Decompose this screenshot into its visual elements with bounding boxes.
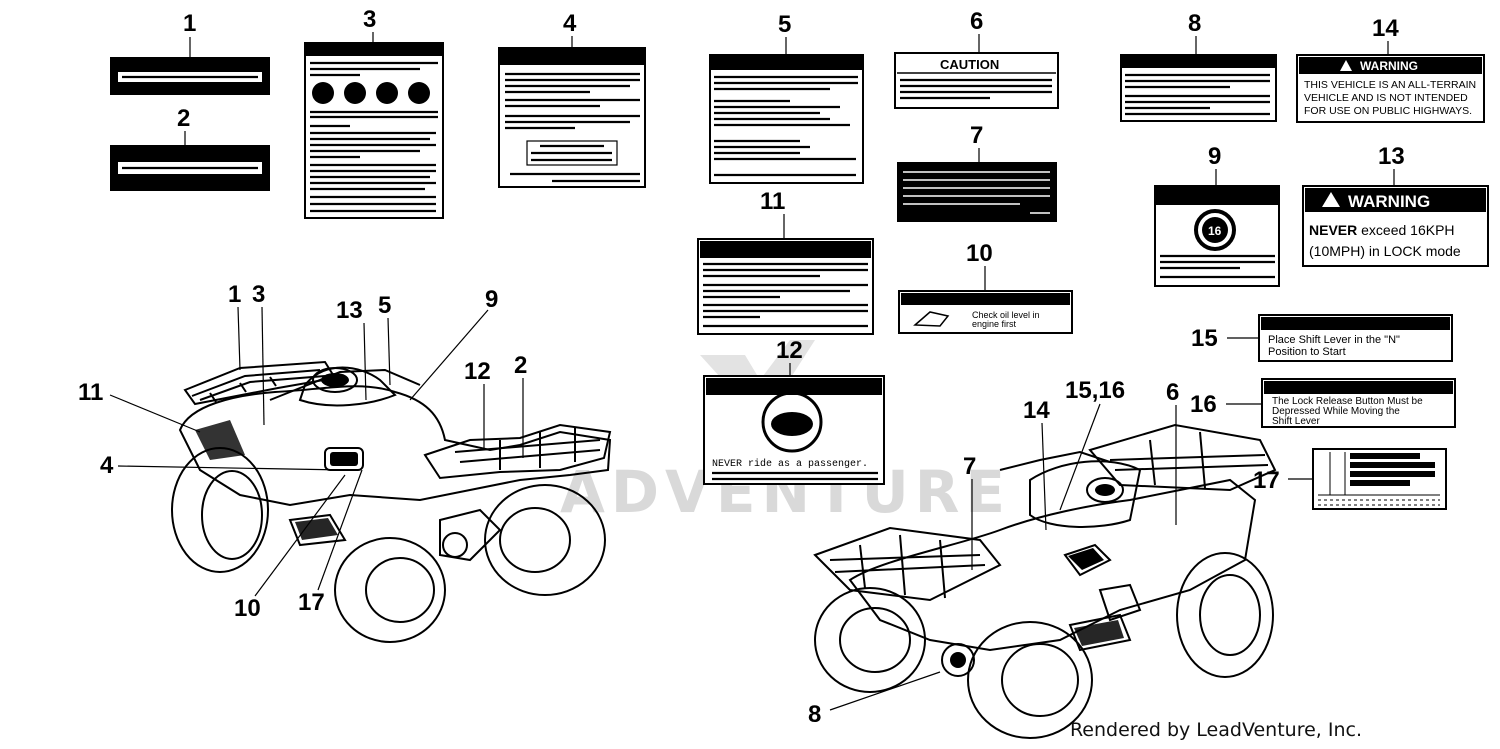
decal-12[interactable]: NEVER ride as a passenger.	[703, 375, 885, 485]
callout-7: 7	[970, 122, 983, 149]
callout-1: 1	[228, 281, 241, 308]
decal-8[interactable]	[1120, 54, 1277, 122]
left-atv-callouts: 1 3 13 5 9 12 2 11 4 10 17	[78, 281, 527, 622]
decal-9[interactable]: 16	[1154, 185, 1280, 287]
callout-3: 3	[363, 6, 376, 33]
callout-5: 5	[778, 11, 791, 38]
callout-15-16: 15,16	[1065, 377, 1125, 404]
callout-15: 15	[1191, 325, 1218, 352]
decal-3[interactable]	[304, 42, 444, 219]
callout-4: 4	[563, 10, 577, 37]
decal-13-line2: (10MPH) in LOCK mode	[1309, 243, 1461, 259]
callout-10: 10	[966, 240, 993, 267]
callout-10: 10	[234, 595, 261, 622]
atv-left-shading	[195, 373, 358, 540]
decal-13[interactable]: WARNING NEVER exceed 16KPH (10MPH) in LO…	[1302, 185, 1489, 267]
warning-triangle-icon	[1340, 60, 1352, 71]
callout-6: 6	[1166, 379, 1179, 406]
callout-8: 8	[808, 701, 821, 728]
callout-12: 12	[776, 337, 803, 364]
decal-9-age-icon	[1194, 209, 1236, 251]
decal-9-text-lines	[1160, 254, 1275, 279]
oil-can-icon	[913, 311, 950, 327]
decal-4-pressure-table	[526, 140, 618, 166]
callout-8: 8	[1188, 10, 1201, 37]
callout-11: 11	[760, 188, 785, 215]
decal-5[interactable]	[709, 54, 864, 184]
callout-12: 12	[464, 358, 491, 385]
callout-3: 3	[252, 281, 265, 308]
decal-4-text-lines	[505, 72, 640, 130]
decal-7[interactable]	[897, 162, 1057, 222]
decal-17-speed-chart	[1318, 452, 1440, 506]
decal-2[interactable]	[110, 145, 270, 191]
decal-16[interactable]: The Lock Release Button Must be Depresse…	[1261, 378, 1456, 428]
decal-11-text-lines	[703, 262, 868, 328]
decal-3-header	[306, 44, 442, 56]
callout-14: 14	[1023, 397, 1050, 424]
callout-1: 1	[183, 10, 196, 37]
decal-1[interactable]	[110, 57, 270, 95]
decal-15[interactable]: Place Shift Lever in the "N" Position to…	[1258, 314, 1453, 362]
decal-14-line1: THIS VEHICLE IS AN ALL-TERRAIN	[1304, 79, 1476, 91]
decal-4-header	[500, 49, 644, 65]
decal-14-head: WARNING	[1360, 59, 1418, 73]
callout-16: 16	[1190, 391, 1217, 418]
watermark-logo-icon	[700, 340, 815, 410]
callout-2: 2	[177, 105, 190, 132]
decal-10-line1: Check oil level in	[972, 310, 1040, 320]
decal-4-frame	[498, 47, 646, 188]
callout-2: 2	[514, 352, 527, 379]
decal-16-line1: The Lock Release Button Must be	[1272, 396, 1423, 407]
decal-6-text-lines	[900, 78, 1052, 100]
decal-6-title: CAUTION	[940, 57, 999, 72]
decal-10-line2: engine first	[972, 319, 1017, 329]
callout-13: 13	[336, 297, 363, 324]
atv-front-right-view	[813, 423, 1277, 739]
decal-5-text-lines	[714, 75, 858, 177]
decal-8-text-lines	[1125, 73, 1270, 116]
footer-credit: Rendered by LeadVenture, Inc.	[1069, 719, 1362, 741]
decal-11[interactable]	[697, 238, 874, 335]
callout-9: 9	[485, 286, 498, 313]
callout-13: 13	[1378, 143, 1405, 170]
decal-5-header	[711, 56, 862, 70]
decal-16-line2: Depressed While Moving the	[1272, 406, 1400, 417]
decal-3-text-lines	[310, 61, 438, 77]
no-passenger-icon	[761, 391, 823, 453]
decal-17[interactable]	[1312, 448, 1447, 510]
decal-12-line1: NEVER ride as a passenger.	[712, 458, 868, 470]
warning-triangle-icon	[1322, 192, 1340, 207]
decal-14-line3: FOR USE ON PUBLIC HIGHWAYS.	[1304, 105, 1472, 117]
callout-9: 9	[1208, 143, 1221, 170]
decal-15-line1: Place Shift Lever in the "N"	[1268, 334, 1400, 346]
decal-16-line3: Shift Lever	[1272, 416, 1320, 427]
decal-14[interactable]: WARNING THIS VEHICLE IS AN ALL-TERRAIN V…	[1296, 54, 1485, 123]
decal-6[interactable]: CAUTION	[894, 52, 1059, 109]
decal-3-pictograms	[312, 82, 430, 104]
callout-17: 17	[298, 589, 325, 616]
right-atv-callouts: 14 15,16 6 7 8	[808, 377, 1179, 728]
decal-7-text-lines	[903, 171, 1050, 214]
decal-13-line1: NEVER exceed 16KPH	[1309, 222, 1455, 238]
callout-11: 11	[78, 379, 103, 406]
decal-15-line2: Position to Start	[1268, 346, 1346, 358]
atv-right-shading	[950, 484, 1124, 668]
callout-5: 5	[378, 292, 391, 319]
svg-text:16: 16	[1208, 224, 1222, 238]
decal-13-head: WARNING	[1348, 192, 1430, 211]
callout-17: 17	[1253, 467, 1280, 494]
decal-14-line2: VEHICLE AND IS NOT INTENDED	[1304, 92, 1468, 104]
callout-4: 4	[100, 452, 114, 479]
callout-7: 7	[963, 453, 976, 480]
decal-10[interactable]: Check oil level in engine first	[898, 290, 1073, 334]
callout-6: 6	[970, 8, 983, 35]
callout-14: 14	[1372, 15, 1399, 42]
decal-4[interactable]	[498, 47, 646, 188]
